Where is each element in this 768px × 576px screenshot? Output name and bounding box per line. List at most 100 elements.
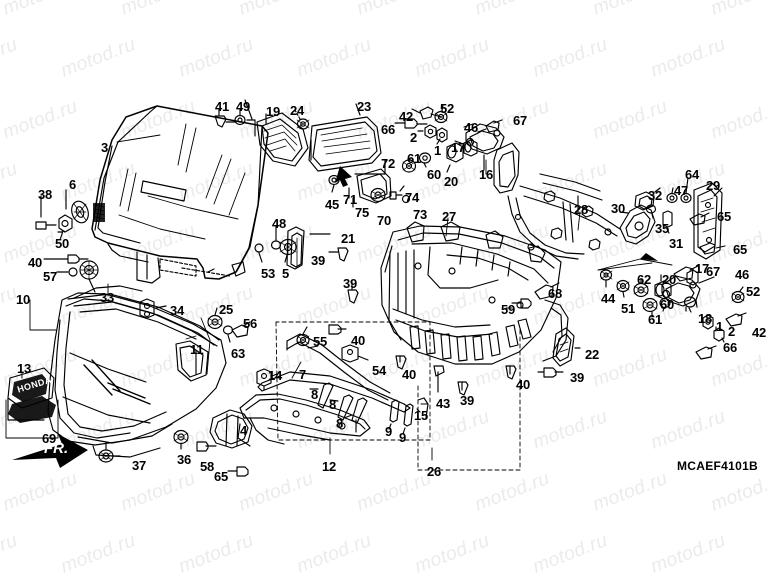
part-callout-8[interactable]: 8	[311, 387, 319, 402]
part-callout-32[interactable]: 32	[648, 188, 663, 203]
part-callout-55[interactable]: 55	[313, 334, 328, 349]
part-callout-39[interactable]: 39	[311, 253, 326, 268]
part-callout-62[interactable]: 62	[637, 272, 652, 287]
part-callout-41[interactable]: 41	[215, 99, 230, 114]
part-callout-54[interactable]: 54	[372, 363, 387, 378]
part-callout-39[interactable]: 39	[570, 370, 585, 385]
part-callout-18[interactable]: 18	[698, 311, 713, 326]
part-callout-40[interactable]: 40	[516, 377, 531, 392]
part-callout-12[interactable]: 12	[322, 459, 337, 474]
part-callout-70[interactable]: 70	[377, 213, 392, 228]
part-callout-61[interactable]: 61	[407, 151, 422, 166]
part-callout-67[interactable]: 67	[706, 264, 721, 279]
part-callout-73[interactable]: 73	[413, 207, 428, 222]
part-callout-61[interactable]: 61	[648, 312, 663, 327]
part-callout-17[interactable]: 17	[695, 261, 710, 276]
part-callout-57[interactable]: 57	[43, 269, 58, 284]
part-callout-2[interactable]: 2	[410, 130, 418, 145]
part-callout-60[interactable]: 60	[427, 167, 442, 182]
part-callout-66[interactable]: 66	[381, 122, 396, 137]
part-callout-60[interactable]: 60	[660, 297, 675, 312]
part-callout-27[interactable]: 27	[442, 209, 457, 224]
part-callout-52[interactable]: 52	[746, 284, 761, 299]
part-callout-37[interactable]: 37	[132, 458, 147, 473]
part-callout-40[interactable]: 40	[351, 333, 366, 348]
part-callout-65[interactable]: 65	[733, 242, 748, 257]
part-callout-65[interactable]: 65	[214, 469, 229, 484]
part-callout-23[interactable]: 23	[357, 99, 372, 114]
part-callout-25[interactable]: 25	[219, 302, 234, 317]
part-callout-56[interactable]: 56	[243, 316, 258, 331]
part-callout-66[interactable]: 66	[723, 340, 738, 355]
part-callout-64[interactable]: 64	[685, 167, 700, 182]
part-callout-71[interactable]: 71	[343, 192, 358, 207]
part-callout-20[interactable]: 20	[444, 174, 459, 189]
part-callout-42[interactable]: 42	[752, 325, 767, 340]
part-callout-3[interactable]: 3	[101, 140, 109, 155]
part-callout-20[interactable]: 20	[662, 272, 677, 287]
part-callout-53[interactable]: 53	[261, 266, 276, 281]
part-callout-45[interactable]: 45	[325, 197, 340, 212]
part-callout-14[interactable]: 14	[268, 368, 283, 383]
part-callout-38[interactable]: 38	[38, 187, 53, 202]
part-callout-47[interactable]: 47	[674, 183, 689, 198]
part-callout-46[interactable]: 46	[464, 120, 479, 135]
part-callout-10[interactable]: 10	[16, 292, 31, 307]
part-callout-1[interactable]: 1	[434, 143, 442, 158]
part-callout-59[interactable]: 59	[501, 302, 516, 317]
part-callout-39[interactable]: 39	[460, 393, 475, 408]
part-callout-39[interactable]: 39	[343, 276, 358, 291]
diagram-code: MCAEF4101B	[677, 459, 759, 473]
part-callout-9[interactable]: 9	[399, 430, 407, 445]
part-callout-1[interactable]: 1	[716, 319, 724, 334]
part-callout-19[interactable]: 19	[266, 104, 281, 119]
part-callout-13[interactable]: 13	[17, 361, 32, 376]
part-callout-34[interactable]: 34	[170, 303, 185, 318]
part-callout-69[interactable]: 69	[42, 431, 57, 446]
part-callout-44[interactable]: 44	[601, 291, 616, 306]
part-callout-15[interactable]: 15	[414, 408, 429, 423]
part-callout-17[interactable]: 17	[451, 140, 466, 155]
part-callout-4[interactable]: 4	[240, 423, 248, 438]
part-callout-43[interactable]: 43	[436, 396, 451, 411]
part-callout-9[interactable]: 9	[385, 424, 393, 439]
part-callout-29[interactable]: 29	[706, 178, 721, 193]
part-callout-7[interactable]: 7	[299, 367, 307, 382]
part-callout-74[interactable]: 74	[405, 190, 420, 205]
part-callout-40[interactable]: 40	[28, 255, 43, 270]
part-callout-65[interactable]: 65	[717, 209, 732, 224]
part-callout-16[interactable]: 16	[479, 167, 494, 182]
part-callout-58[interactable]: 58	[200, 459, 215, 474]
part-callout-33[interactable]: 33	[100, 290, 115, 305]
part-callout-8[interactable]: 8	[329, 397, 337, 412]
part-callout-63[interactable]: 63	[231, 346, 246, 361]
part-callout-8[interactable]: 8	[336, 416, 344, 431]
part-callout-36[interactable]: 36	[177, 452, 192, 467]
part-callout-2[interactable]: 2	[728, 324, 736, 339]
front-direction-marker: FR.	[44, 440, 69, 457]
part-callout-68[interactable]: 68	[548, 286, 563, 301]
part-callout-72[interactable]: 72	[381, 156, 396, 171]
part-callout-48[interactable]: 48	[272, 216, 287, 231]
part-callout-75[interactable]: 75	[355, 205, 370, 220]
part-callout-35[interactable]: 35	[655, 221, 670, 236]
part-callout-11[interactable]: 11	[190, 342, 204, 357]
part-callout-22[interactable]: 22	[585, 347, 600, 362]
part-callout-52[interactable]: 52	[440, 101, 455, 116]
part-callout-30[interactable]: 30	[611, 201, 626, 216]
part-callout-49[interactable]: 49	[236, 99, 251, 114]
part-callout-67[interactable]: 67	[513, 113, 528, 128]
part-callout-21[interactable]: 21	[341, 231, 356, 246]
part-callout-24[interactable]: 24	[290, 103, 305, 118]
part-callout-28[interactable]: 28	[574, 202, 589, 217]
part-callout-42[interactable]: 42	[399, 109, 414, 124]
part-callout-31[interactable]: 31	[669, 236, 684, 251]
part-callout-50[interactable]: 50	[55, 236, 70, 251]
part-callout-26[interactable]: 26	[427, 464, 442, 479]
part-callout-46[interactable]: 46	[735, 267, 750, 282]
part-callout-40[interactable]: 40	[402, 367, 417, 382]
part-callout-6[interactable]: 6	[69, 177, 77, 192]
part-callout-5[interactable]: 5	[282, 266, 290, 281]
part-callout-51[interactable]: 51	[621, 301, 636, 316]
